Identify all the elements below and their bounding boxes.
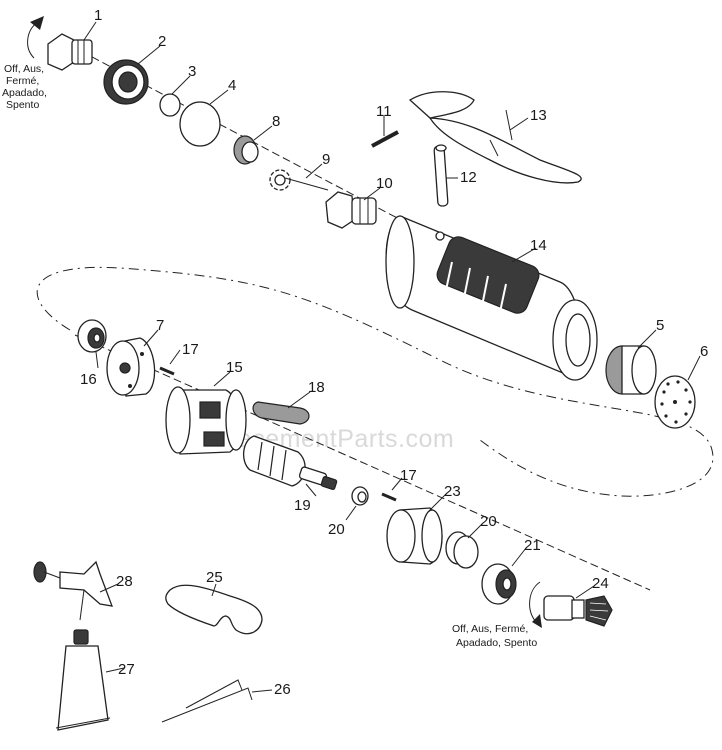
callout-1: 1 [94,7,102,24]
callout-6: 6 [700,343,708,360]
part-25-wrench [165,584,263,635]
callout-15: 15 [226,359,243,376]
part-19-rotor [243,435,338,490]
rotation-arrow-icon [27,16,44,59]
callout-24: 24 [592,575,609,592]
note-off-top-left: Off, Aus, Fermé, Apadado, Spento [2,63,47,111]
callout-28: 28 [116,573,133,590]
part-6-end-plate [654,375,696,429]
callout-5: 5 [656,317,664,334]
callout-10: 10 [376,175,393,192]
part-27-oil-tube [55,629,111,731]
callout-8: 8 [272,113,280,130]
note-off-bottom-right: Off, Aus, Fermé, Apadado, Spento [452,623,537,649]
svg-text:Apadado, Spento: Apadado, Spento [456,637,537,649]
svg-text:Off, Aus, Fermé,: Off, Aus, Fermé, [452,623,528,635]
callout-27: 27 [118,661,135,678]
callout-7: 7 [156,317,164,334]
callout-2: 2 [158,33,166,50]
part-20-o-rings-lower [445,531,479,569]
callout-11: 11 [376,103,392,120]
callout-20-upper: 20 [328,521,345,538]
axis-line-mid [74,334,651,591]
part-7-rear-end-plate [106,337,156,397]
part-1-inlet-bushing [47,33,93,71]
svg-text:Off, Aus,: Off, Aus, [4,63,44,75]
callout-19: 19 [294,497,311,514]
part-13-throttle-lever [408,91,582,184]
callout-12: 12 [460,169,477,186]
part-17-pin-lower [381,492,397,502]
part-24-collet-brush [543,595,613,627]
callout-3: 3 [188,63,196,80]
callout-26: 26 [274,681,291,698]
svg-text:Apadado,: Apadado, [2,87,47,99]
callout-21: 21 [524,537,541,554]
svg-text:Fermé,: Fermé, [6,75,39,87]
part-9-valve-stem [269,169,329,191]
part-2-muffler-ring [103,59,149,105]
part-10-valve-body [325,191,377,229]
callout-14: 14 [530,237,547,254]
part-15-cylinder [165,386,247,455]
callout-23: 23 [444,483,461,500]
callout-20-lower: 20 [480,513,497,530]
leader-lines [83,21,701,693]
part-23-front-end-plate [386,507,443,565]
part-5-filter-disc [605,345,657,395]
part-17-pin-upper [159,366,175,376]
callouts: 1 2 3 4 5 6 7 8 9 10 11 12 13 14 15 16 1… [80,7,708,698]
part-3-o-ring [159,93,181,117]
part-28-oiler-fitting [33,560,114,621]
callout-17-upper: 17 [182,341,199,358]
part-14-motor-housing [385,215,598,381]
callout-4: 4 [228,77,236,94]
part-8-valve-seat [233,135,259,165]
part-4-o-ring [179,101,221,147]
part-12-pin [433,144,449,207]
rotation-arrow-icon-lower [529,581,542,628]
callout-25: 25 [206,569,223,586]
part-26-hex-keys [161,679,253,723]
part-11-pin [371,130,399,148]
part-16-bearing [77,319,107,353]
callout-17-lower: 17 [400,467,417,484]
part-18-vane [252,401,310,425]
svg-text:Spento: Spento [6,99,39,111]
part-20-spacer-upper [351,486,369,506]
callout-18: 18 [308,379,325,396]
callout-13: 13 [530,107,547,124]
part-21-front-bearing [481,563,517,605]
callout-9: 9 [322,151,330,168]
callout-16: 16 [80,371,97,388]
